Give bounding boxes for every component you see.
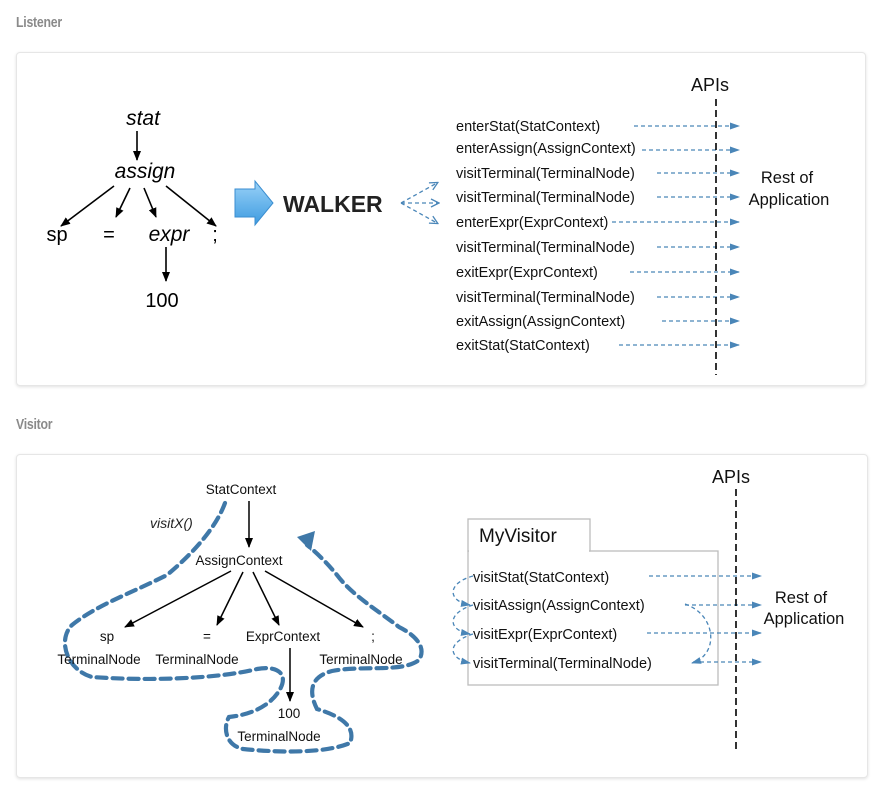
node-num-type: TerminalNode bbox=[237, 729, 320, 744]
fanout-arrow bbox=[400, 183, 437, 204]
fanout-arrow bbox=[400, 202, 437, 223]
rest-of-app-line1: Rest of bbox=[761, 169, 814, 187]
node-semi-name: ; bbox=[371, 629, 375, 644]
visitor-rest-of-app-line1: Rest of bbox=[775, 589, 828, 607]
listener-section-title: Listener bbox=[16, 14, 62, 31]
event-item: visitTerminal(TerminalNode) bbox=[456, 190, 635, 206]
traversal-arrowhead-icon bbox=[297, 531, 315, 551]
node-eq-name: = bbox=[203, 629, 211, 644]
walker-label: WALKER bbox=[283, 191, 383, 217]
visitor-card: visitX() StatContext AssignContext sp Te… bbox=[16, 454, 868, 778]
listener-card: stat assign sp = expr ; 100 WALKER enter… bbox=[16, 52, 866, 386]
tree-leaf-eq: = bbox=[103, 224, 115, 246]
method-item: visitTerminal(TerminalNode) bbox=[473, 656, 652, 672]
method-item: visitStat(StatContext) bbox=[473, 570, 609, 586]
tree-leaf-semi: ; bbox=[212, 224, 218, 246]
event-item: enterExpr(ExprContext) bbox=[456, 215, 608, 231]
call-arc bbox=[452, 575, 474, 607]
node-assign-context: AssignContext bbox=[195, 553, 282, 568]
event-item: exitExpr(ExprContext) bbox=[456, 265, 598, 281]
node-num-name: 100 bbox=[278, 706, 301, 721]
tree-edge bbox=[60, 185, 115, 227]
method-item: visitAssign(AssignContext) bbox=[473, 598, 645, 614]
node-eq-type: TerminalNode bbox=[155, 652, 238, 667]
walker-arrow-icon bbox=[234, 179, 274, 227]
traversal-path bbox=[62, 500, 424, 754]
node-sp-type: TerminalNode bbox=[57, 652, 140, 667]
tree-edge bbox=[165, 185, 217, 227]
visit-x-label: visitX() bbox=[150, 515, 193, 531]
tree-edge bbox=[264, 570, 364, 628]
node-expr-context: ExprContext bbox=[246, 629, 321, 644]
visitor-rest-of-app-line2: Application bbox=[764, 610, 845, 628]
event-item: visitTerminal(TerminalNode) bbox=[456, 290, 635, 306]
event-item: visitTerminal(TerminalNode) bbox=[456, 166, 635, 182]
myvisitor-class-box bbox=[467, 550, 719, 686]
visitor-section-title: Visitor bbox=[16, 416, 53, 433]
event-item: exitAssign(AssignContext) bbox=[456, 314, 625, 330]
tree-leaf-expr: expr bbox=[149, 223, 191, 246]
tree-edge bbox=[115, 187, 131, 218]
node-stat-context: StatContext bbox=[206, 482, 277, 497]
tree-edge bbox=[143, 187, 157, 218]
event-item: enterStat(StatContext) bbox=[456, 119, 600, 135]
call-arc bbox=[452, 633, 474, 665]
tree-leaf-sp: sp bbox=[46, 224, 67, 246]
tree-edge bbox=[252, 571, 280, 626]
call-arc bbox=[452, 604, 474, 636]
event-item: enterAssign(AssignContext) bbox=[456, 141, 636, 157]
event-item: exitStat(StatContext) bbox=[456, 338, 590, 354]
tree-node-assign: assign bbox=[115, 160, 176, 183]
visitor-apis-label: APIs bbox=[712, 467, 750, 487]
apis-label: APIs bbox=[691, 75, 729, 95]
myvisitor-class-name: MyVisitor bbox=[479, 526, 557, 547]
return-arc bbox=[684, 603, 712, 664]
node-semi-type: TerminalNode bbox=[319, 652, 402, 667]
event-item: visitTerminal(TerminalNode) bbox=[456, 240, 635, 256]
listener-diagram: stat assign sp = expr ; 100 WALKER enter… bbox=[46, 75, 830, 375]
visitor-diagram: visitX() StatContext AssignContext sp Te… bbox=[57, 467, 845, 754]
node-sp-name: sp bbox=[100, 629, 114, 644]
tree-node-stat: stat bbox=[126, 107, 161, 130]
tree-edge bbox=[216, 571, 244, 626]
tree-leaf-100: 100 bbox=[145, 290, 178, 312]
method-item: visitExpr(ExprContext) bbox=[473, 627, 617, 643]
rest-of-app-line2: Application bbox=[749, 191, 830, 209]
tree-edge bbox=[124, 570, 232, 628]
